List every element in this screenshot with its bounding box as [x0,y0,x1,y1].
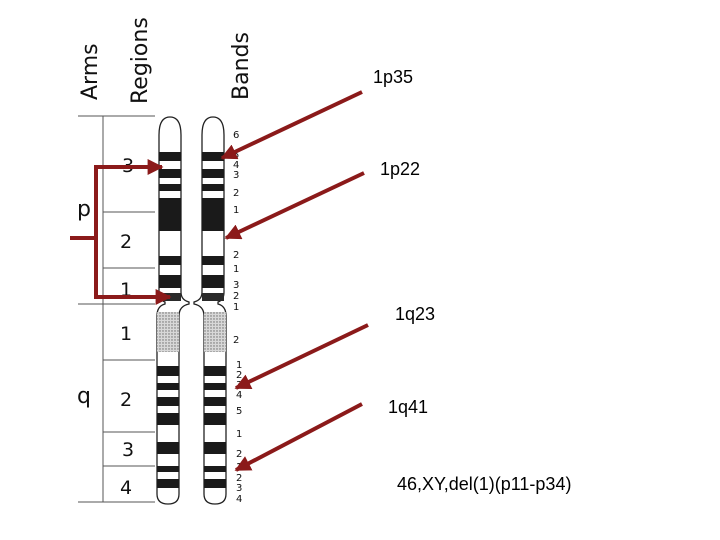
band-numbers: 6 5 4 3 2 1 2 1 3 2 1 2 1 2 3 4 5 1 2 1 … [233,130,242,505]
band-label: 1 [233,205,239,216]
band-label: 2 [233,188,239,199]
region-label: 2 [120,389,132,411]
band-label: 3 [233,170,239,181]
band-label: 1 [236,360,242,371]
band-label: 1 [233,302,239,313]
header-bands: Bands [229,32,254,100]
annotation-arrows [220,90,369,472]
header-regions: Regions [128,17,153,104]
region-label: 1 [120,323,132,345]
karyotype-label: 46,XY,del(1)(p11-p34) [397,474,571,494]
region-label: 3 [122,439,134,461]
band-label: 2 [236,473,242,484]
region-grid [78,115,155,503]
band-label: 3 [236,483,242,494]
arrow-1q23 [234,323,369,390]
band-label: 4 [233,160,239,171]
deletion-bracket [70,165,150,299]
arrow-1q41 [234,402,363,472]
band-label: 4 [236,494,242,505]
arm-label-p: p [77,197,91,222]
region-label: 4 [120,477,132,499]
header-arms: Arms [78,43,103,100]
arm-label-q: q [77,384,91,409]
region-label: 2 [120,231,132,253]
deletion-bracket-arrows [140,159,172,305]
band-label: 1 [236,429,242,440]
band-label: 4 [236,390,242,401]
label-1q23: 1q23 [395,304,435,324]
chromatid-left [156,116,190,505]
band-label: 1 [233,264,239,275]
band-label: 2 [233,250,239,261]
band-label: 2 [236,449,242,460]
label-1p22: 1p22 [380,159,420,179]
chromatid-right [193,116,227,505]
band-label: 3 [233,280,239,291]
band-label: 2 [233,291,239,302]
band-label: 6 [233,130,239,141]
band-label: 5 [236,406,242,417]
band-label: 2 [233,335,239,346]
label-1q41: 1q41 [388,397,428,417]
label-1p35: 1p35 [373,67,413,87]
arrow-1p35 [220,90,363,160]
arrow-1p22 [224,171,365,240]
